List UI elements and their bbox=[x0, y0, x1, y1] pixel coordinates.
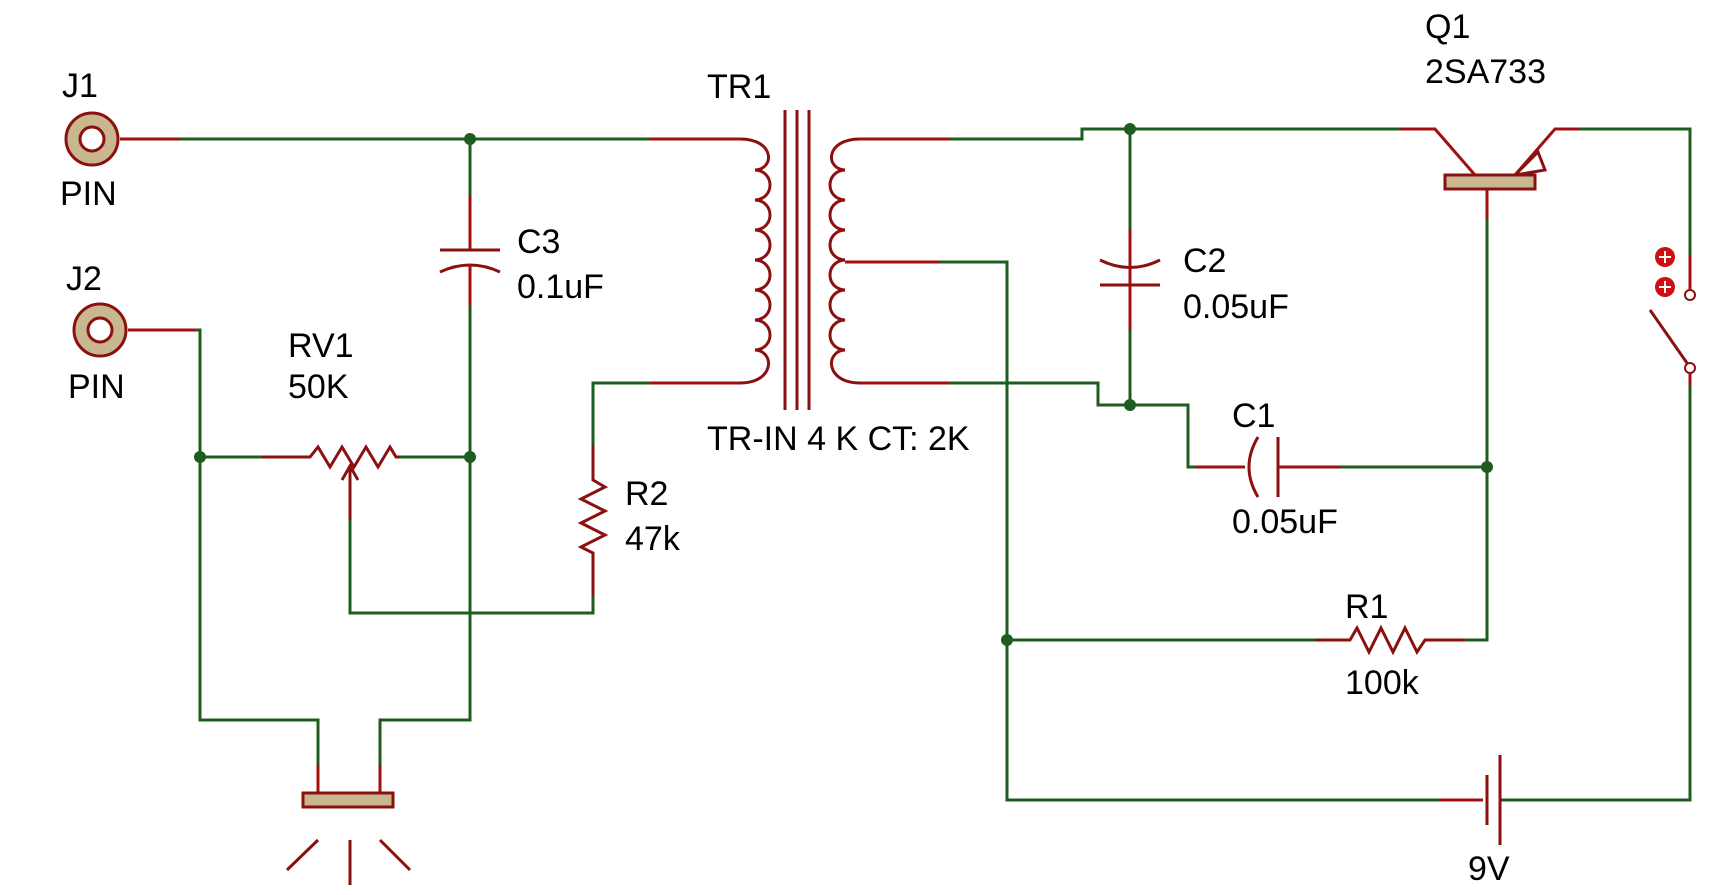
transistor-base-bar bbox=[1443, 173, 1537, 191]
cap-curved-plate bbox=[1247, 436, 1260, 498]
battery-value-label: 9V bbox=[1468, 850, 1510, 888]
transistor-q1: Q1 2SA733 bbox=[1400, 8, 1580, 220]
capacitor-c2: C2 0.05uF bbox=[1099, 230, 1289, 330]
wire-switch-to-battery bbox=[1498, 383, 1692, 802]
capacitor-c1: C1 0.05uF bbox=[1195, 397, 1340, 541]
q1-value-label: 2SA733 bbox=[1425, 53, 1546, 91]
rv1-value-label: 50K bbox=[288, 368, 349, 406]
switch-indicator-mark bbox=[1659, 251, 1671, 263]
junction-dot bbox=[1124, 123, 1136, 135]
junction-dot bbox=[464, 451, 476, 463]
junction-dot bbox=[1124, 399, 1136, 411]
junction-dot bbox=[464, 133, 476, 145]
junction-dot bbox=[1001, 634, 1013, 646]
resistor-zigzag bbox=[1315, 624, 1465, 656]
switch-sw bbox=[1648, 247, 1696, 385]
transistor-emitter-lead bbox=[1513, 127, 1580, 176]
c1-ref-label: C1 bbox=[1232, 397, 1275, 435]
wiper-arrow-icon bbox=[340, 462, 360, 481]
battery-9v: 9V bbox=[1440, 755, 1510, 888]
wire-j2-to-lamp bbox=[193, 328, 320, 767]
wire-q1-emitter-to-switch bbox=[1578, 127, 1692, 257]
emitter-arrow-icon bbox=[1510, 149, 1548, 178]
j2-ref-label: J2 bbox=[66, 260, 102, 298]
potentiometer-zigzag bbox=[262, 444, 400, 470]
c2-value-label: 0.05uF bbox=[1183, 288, 1289, 326]
r1-ref-label: R1 bbox=[1345, 588, 1388, 626]
lamp-indicator bbox=[285, 765, 412, 885]
wires bbox=[178, 127, 1692, 802]
wire-wiper-to-r2 bbox=[348, 518, 595, 615]
tr1-ref-label: TR1 bbox=[707, 68, 771, 106]
switch-terminal bbox=[1684, 362, 1696, 374]
junction-dot bbox=[1481, 461, 1493, 473]
c3-value-label: 0.1uF bbox=[517, 268, 604, 306]
transformer-tr1: TR1 TR-IN 4 K CT: 2K bbox=[650, 68, 970, 458]
c2-ref-label: C2 bbox=[1183, 242, 1226, 280]
resistor-r1: R1 100k bbox=[1315, 588, 1465, 702]
light-ray-icon bbox=[378, 838, 412, 872]
transistor-collector-lead bbox=[1400, 127, 1477, 176]
j1-ref-label: J1 bbox=[62, 67, 98, 105]
resistor-r2: R2 47k bbox=[577, 445, 681, 595]
resistor-zigzag bbox=[577, 445, 609, 595]
wire-tr1-sec-top bbox=[948, 127, 1402, 141]
r2-value-label: 47k bbox=[625, 520, 681, 558]
connector-j1: J1 PIN bbox=[60, 67, 180, 213]
connector-j2: J2 PIN bbox=[66, 260, 195, 406]
r2-ref-label: R2 bbox=[625, 475, 668, 513]
light-ray-icon bbox=[285, 838, 320, 872]
secondary-coil bbox=[828, 137, 861, 385]
potentiometer-rv1: RV1 50K bbox=[262, 327, 400, 520]
c1-value-label: 0.05uF bbox=[1232, 503, 1338, 541]
tr1-value-label: TR-IN 4 K CT: 2K bbox=[707, 420, 970, 458]
q1-ref-label: Q1 bbox=[1425, 8, 1470, 46]
primary-coil bbox=[739, 137, 772, 385]
rv1-ref-label: RV1 bbox=[288, 327, 354, 365]
switch-lever bbox=[1648, 309, 1689, 364]
lamp-body bbox=[301, 791, 395, 809]
cap-curved-plate bbox=[1099, 258, 1161, 269]
pin-hole bbox=[78, 125, 106, 153]
switch-terminal bbox=[1684, 289, 1696, 301]
r1-value-label: 100k bbox=[1345, 664, 1420, 702]
pin-hole bbox=[86, 316, 114, 344]
wire-tr1-sec-bottom-to-c1 bbox=[948, 381, 1197, 469]
junctions bbox=[194, 123, 1493, 646]
junction-dot bbox=[194, 451, 206, 463]
wire-c3-bottom-to-lamp bbox=[378, 303, 472, 767]
c3-ref-label: C3 bbox=[517, 223, 560, 261]
wire-ct-to-battery bbox=[938, 260, 1442, 802]
capacitor-c3: C3 0.1uF bbox=[439, 195, 604, 306]
wire-r2-to-tr1 bbox=[591, 381, 652, 447]
j2-value-label: PIN bbox=[68, 368, 125, 406]
j1-value-label: PIN bbox=[60, 175, 117, 213]
switch-indicator-mark bbox=[1659, 281, 1671, 293]
